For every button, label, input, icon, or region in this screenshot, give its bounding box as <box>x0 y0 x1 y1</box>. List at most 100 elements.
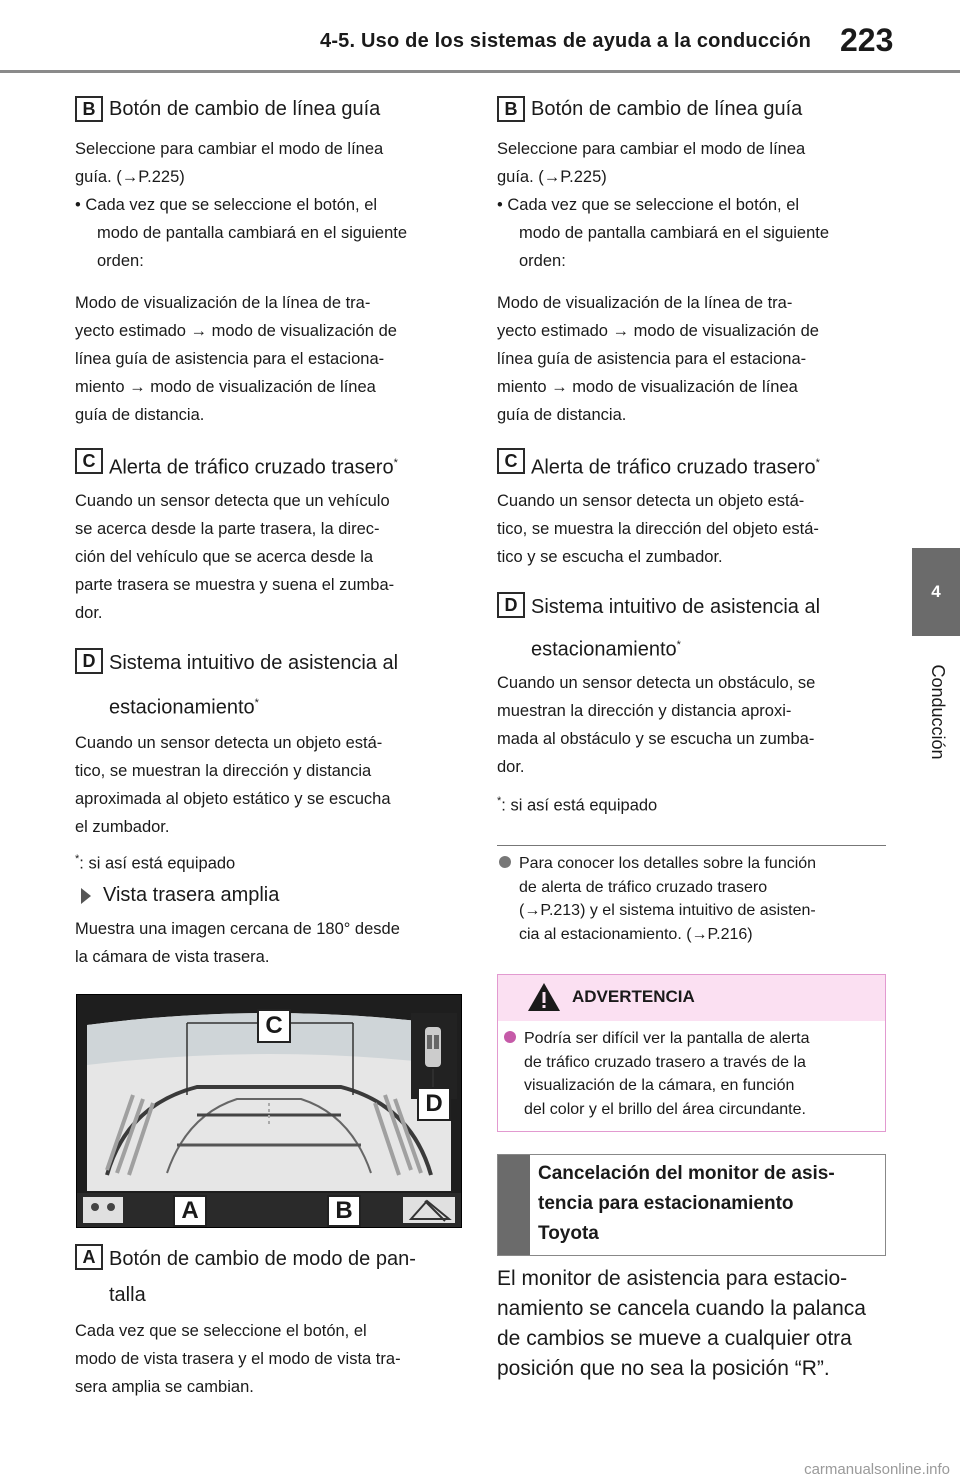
final-text: de cambios se mueve a cualquier otra <box>497 1327 852 1350</box>
cancel-heading: Cancelación del monitor de asis- tencia … <box>538 1163 835 1244</box>
note-block: Para conocer los detalles sobre la funci… <box>499 852 884 946</box>
warning-triangle-icon <box>528 983 560 1011</box>
d-heading: estacionamiento* <box>531 638 681 661</box>
cancel-heading-box: Cancelación del monitor de asis- tencia … <box>497 1154 886 1256</box>
final-text: namiento se cancela cuando la palanca <box>497 1297 866 1320</box>
chapter-label: Conducción <box>928 664 948 760</box>
key-b: B <box>497 96 525 122</box>
footnote: *: si así está equipado <box>75 853 236 873</box>
callout-c: C <box>257 1009 291 1043</box>
note-text: Para conocer los detalles sobre la funci… <box>519 855 817 872</box>
rear-camera-screen: C D A B <box>76 994 462 1228</box>
c-text: tico, se muestra la dirección del objeto… <box>497 520 819 538</box>
key-b: B <box>75 96 103 122</box>
b-text: guía de distancia. <box>75 406 205 424</box>
c-text: Cuando un sensor detecta que un vehículo <box>75 492 390 510</box>
d-text: aproximada al objeto estático y se escuc… <box>75 790 391 808</box>
a-text: sera amplia se cambian. <box>75 1378 254 1396</box>
footnote: *: si así está equipado <box>497 795 658 815</box>
note-text: (→P.213) y el sistema intuitivo de asist… <box>519 902 816 919</box>
b-heading: Botón de cambio de línea guía <box>531 98 803 120</box>
right-column: B Botón de cambio de línea guía Seleccio… <box>497 92 887 1472</box>
final-text: El monitor de asistencia para estacio- <box>497 1267 848 1290</box>
warning-text: visualización de la cámara, en función <box>524 1077 795 1094</box>
note-text: cia al estacionamiento. (→P.216) <box>519 925 753 943</box>
header-rule <box>0 70 960 73</box>
triangle-bullet-icon <box>81 888 91 904</box>
watermark: carmanualsonline.info <box>804 1461 950 1478</box>
d-heading: estacionamiento* <box>109 696 259 719</box>
warning-text: Podría ser difícil ver la pantalla de al… <box>524 1030 810 1047</box>
d-text: el zumbador. <box>75 818 170 836</box>
d-text: tico, se muestran la dirección y distanc… <box>75 762 372 780</box>
left-column: B Botón de cambio de línea guía Seleccio… <box>75 92 465 1472</box>
b-text: Seleccione para cambiar el modo de línea <box>497 140 806 158</box>
c-text: parte trasera se muestra y suena el zumb… <box>75 576 395 594</box>
key-d: D <box>497 592 525 618</box>
b-text: miento → modo de visualización de línea <box>75 378 376 396</box>
key-c: C <box>75 448 103 474</box>
c-text: Cuando un sensor detecta un objeto está- <box>497 492 805 510</box>
d-heading: Sistema intuitivo de asistencia al <box>109 652 399 674</box>
a-text: Cada vez que se seleccione el botón, el <box>75 1322 367 1340</box>
d-heading: Sistema intuitivo de asistencia al <box>531 596 821 618</box>
key-d: D <box>75 648 103 674</box>
d-text: dor. <box>497 758 525 776</box>
d-text: Cuando un sensor detecta un objeto está- <box>75 734 383 752</box>
b-bullet: • Cada vez que se seleccione el botón, e… <box>75 196 378 214</box>
c-heading: Alerta de tráfico cruzado trasero* <box>531 456 820 479</box>
wide-heading: Vista trasera amplia <box>103 884 280 906</box>
final-text: posición que no sea la posición “R”. <box>497 1357 830 1380</box>
warning-text: de tráfico cruzado trasero a través de l… <box>524 1053 806 1071</box>
a-heading: Botón de cambio de modo de pan- <box>109 1248 416 1270</box>
b-text: Modo de visualización de la línea de tra… <box>75 294 371 312</box>
d-text: mada al obstáculo y se escucha un zumba- <box>497 730 815 748</box>
warning-text: del color y el brillo del área circundan… <box>524 1100 806 1118</box>
a-heading: talla <box>109 1284 146 1306</box>
b-text: miento → modo de visualización de línea <box>497 378 798 396</box>
warning-box: ADVERTENCIA Podría ser difícil ver la pa… <box>497 974 886 1132</box>
note-text: de alerta de tráfico cruzado trasero <box>519 878 768 896</box>
wide-text: Muestra una imagen cercana de 180° desde <box>75 920 400 938</box>
c-text: dor. <box>75 604 103 622</box>
a-text: modo de vista trasera y el modo de vista… <box>75 1350 401 1368</box>
section-title: 4-5. Uso de los sistemas de ayuda a la c… <box>320 30 812 52</box>
b-text: línea guía de asistencia para el estacio… <box>497 350 807 368</box>
key-a: A <box>75 1244 103 1270</box>
callout-b: B <box>327 1195 361 1227</box>
chapter-label-tab <box>912 636 960 788</box>
chapter-number-tab: 4 <box>912 548 960 636</box>
callout-a: A <box>173 1195 207 1227</box>
d-text: muestran la dirección y distancia aproxi… <box>497 702 792 720</box>
bullet-dot-icon <box>504 1031 516 1043</box>
bullet-dot-icon <box>499 856 511 868</box>
d-text: Cuando un sensor detecta un obstáculo, s… <box>497 674 816 692</box>
b-text: línea guía de asistencia para el estacio… <box>75 350 385 368</box>
b-text: Modo de visualización de la línea de tra… <box>497 294 793 312</box>
warning-title: ADVERTENCIA <box>572 987 695 1006</box>
b-text: Seleccione para cambiar el modo de línea <box>75 140 384 158</box>
b-bullet: modo de pantalla cambiará en el siguient… <box>519 224 830 242</box>
warning-header <box>498 975 885 1021</box>
page-number: 223 <box>840 22 894 58</box>
b-text: guía. (→P.225) <box>75 168 185 186</box>
b-bullet: orden: <box>97 252 144 270</box>
b-heading: Botón de cambio de línea guía <box>109 98 381 120</box>
c-text: se acerca desde la parte trasera, la dir… <box>75 520 380 538</box>
b-text: guía de distancia. <box>497 406 627 424</box>
wide-text: la cámara de vista trasera. <box>75 948 270 966</box>
b-bullet: orden: <box>519 252 566 270</box>
b-bullet: modo de pantalla cambiará en el siguient… <box>97 224 408 242</box>
b-text: guía. (→P.225) <box>497 168 607 186</box>
key-c: C <box>497 448 525 474</box>
divider <box>497 845 886 846</box>
heading-bar <box>498 1155 530 1255</box>
b-bullet: • Cada vez que se seleccione el botón, e… <box>497 196 800 214</box>
camera-view-illustration <box>77 995 461 1227</box>
callout-d: D <box>417 1087 451 1121</box>
b-text: yecto estimado → modo de visualización d… <box>497 322 819 340</box>
c-text: tico y se escucha el zumbador. <box>497 548 723 566</box>
c-heading: Alerta de tráfico cruzado trasero* <box>109 456 398 479</box>
warning-body: Podría ser difícil ver la pantalla de al… <box>504 1027 880 1121</box>
b-text: yecto estimado → modo de visualización d… <box>75 322 397 340</box>
